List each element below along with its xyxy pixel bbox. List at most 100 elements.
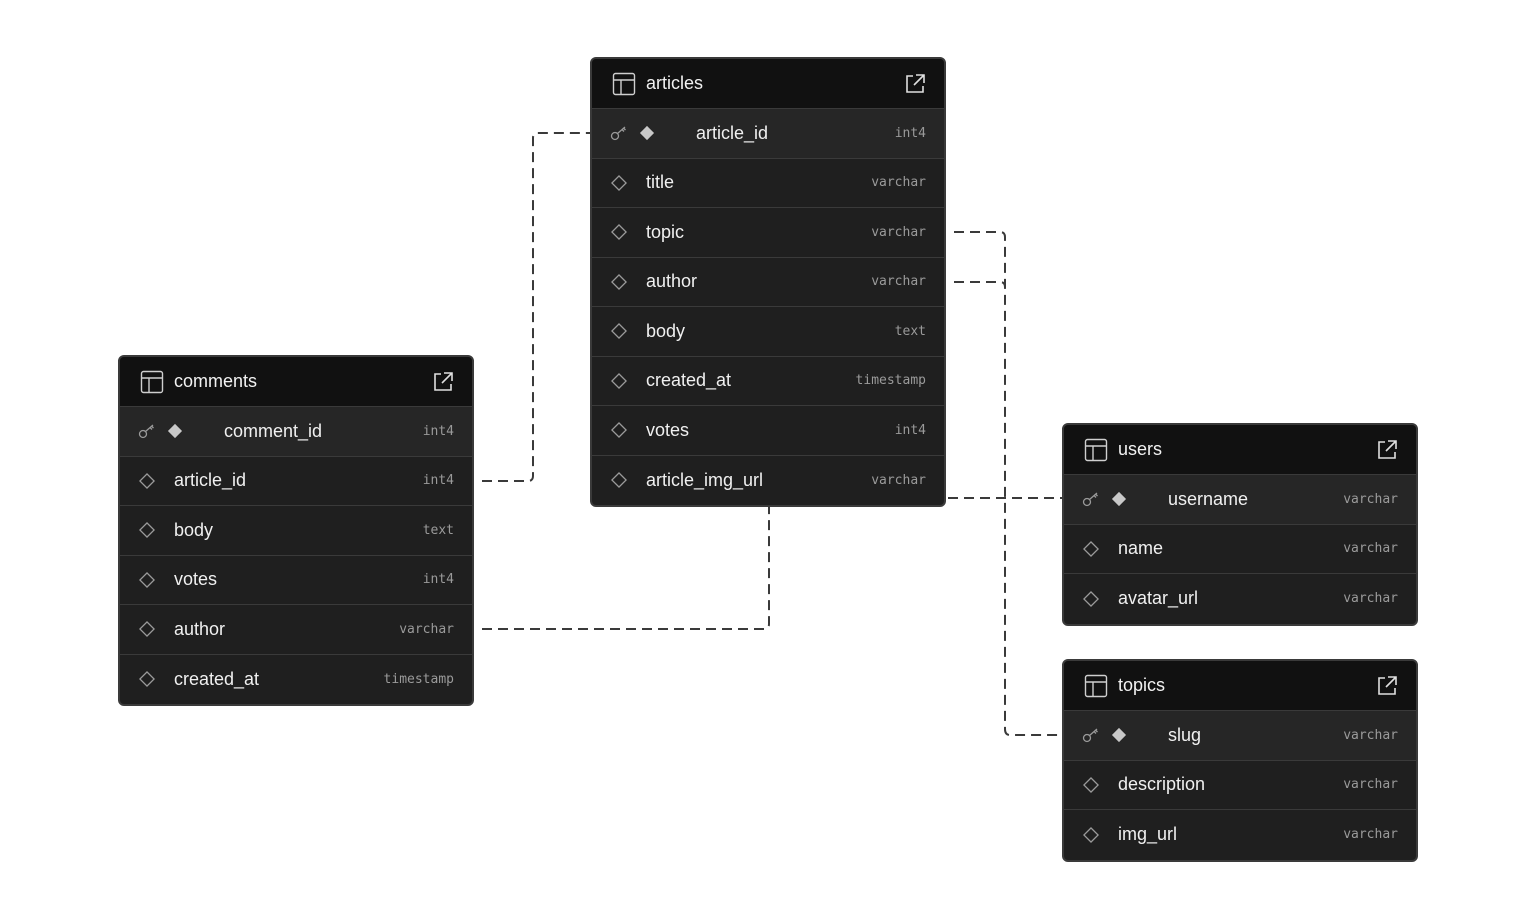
table-name: articles (646, 73, 704, 93)
diamond-outline-icon (138, 571, 156, 589)
external-link-icon[interactable] (432, 371, 454, 393)
diamond-outline-icon (610, 223, 628, 241)
external-link-icon[interactable] (1376, 675, 1398, 697)
column-name: created_at (174, 668, 260, 689)
external-link-icon[interactable] (1376, 439, 1398, 461)
table-comments[interactable]: comments comment_id int4 article_id int4 bod… (118, 355, 474, 706)
diamond-outline-icon (1082, 540, 1100, 558)
table-name: comments (174, 371, 258, 391)
table-icon (1084, 674, 1108, 698)
key-icon (610, 124, 628, 142)
column-name: slug (1168, 724, 1202, 745)
table-header: articles (592, 59, 944, 109)
diamond-outline-icon (138, 670, 156, 688)
column-row[interactable]: img_url varchar (1064, 810, 1416, 860)
column-type: varchar (871, 472, 926, 488)
column-name: article_id (174, 470, 247, 491)
column-name: votes (174, 569, 218, 590)
column-type: timestamp (383, 671, 454, 687)
primary-key-row[interactable]: slug varchar (1064, 711, 1416, 761)
column-list: slug varchar description varchar img_url varc… (1064, 711, 1416, 860)
column-type: int4 (422, 572, 454, 588)
column-row[interactable]: description varchar (1064, 761, 1416, 810)
filled-diamond-icon (1110, 490, 1128, 508)
diamond-outline-icon (610, 471, 628, 489)
diamond-outline-icon (610, 273, 628, 291)
column-row[interactable]: body text (592, 307, 944, 357)
link-comments-article_id-to-articles-article_id (482, 132, 590, 482)
column-type: int4 (422, 473, 454, 489)
table-header: topics (1064, 661, 1416, 711)
column-row[interactable]: votes int4 (120, 556, 472, 605)
filled-diamond-icon (638, 124, 656, 142)
column-name: name (1118, 538, 1164, 559)
column-name: body (174, 519, 214, 540)
column-type: text (894, 323, 926, 339)
column-row[interactable]: created_at timestamp (592, 357, 944, 406)
column-name: img_url (1118, 824, 1178, 845)
table-header: users (1064, 425, 1416, 475)
diamond-outline-icon (138, 521, 156, 539)
column-row[interactable]: title varchar (592, 159, 944, 208)
column-type: varchar (871, 175, 926, 191)
column-name: comment_id (224, 420, 323, 441)
column-name: created_at (646, 370, 732, 391)
table-header: comments (120, 357, 472, 407)
diamond-outline-icon (1082, 590, 1100, 608)
column-name: topic (646, 221, 685, 242)
column-name: author (174, 618, 226, 639)
diamond-outline-icon (138, 620, 156, 638)
column-name: username (1168, 488, 1249, 509)
column-name: description (1118, 774, 1206, 795)
column-name: article_id (696, 122, 769, 143)
diamond-outline-icon (1082, 776, 1100, 794)
column-type: int4 (422, 423, 454, 439)
diamond-outline-icon (610, 421, 628, 439)
link-articles-topic-to-topics-slug (954, 231, 1063, 736)
column-name: body (646, 320, 686, 341)
column-type: varchar (1343, 491, 1398, 507)
column-name: title (646, 172, 675, 193)
column-row[interactable]: article_id int4 (120, 457, 472, 506)
link-articles-author-to-users-username (954, 281, 1006, 288)
column-row[interactable]: created_at timestamp (120, 655, 472, 705)
table-name: users (1118, 439, 1163, 459)
diamond-outline-icon (610, 372, 628, 390)
primary-key-row[interactable]: username varchar (1064, 475, 1416, 525)
column-type: varchar (1343, 827, 1398, 843)
diamond-outline-icon (610, 174, 628, 192)
table-icon (612, 72, 636, 96)
table-name: topics (1118, 675, 1166, 695)
column-type: varchar (1343, 777, 1398, 793)
column-row[interactable]: topic varchar (592, 208, 944, 258)
table-icon (140, 370, 164, 394)
column-name: author (646, 271, 698, 292)
key-icon (1082, 726, 1100, 744)
column-type: varchar (399, 621, 454, 637)
filled-diamond-icon (1110, 726, 1128, 744)
column-type: timestamp (855, 373, 926, 389)
external-link-icon[interactable] (904, 73, 926, 95)
key-icon (138, 422, 156, 440)
primary-key-row[interactable]: comment_id int4 (120, 407, 472, 457)
key-icon (1082, 490, 1100, 508)
column-type: varchar (871, 224, 926, 240)
column-type: varchar (1343, 727, 1398, 743)
column-row[interactable]: author varchar (120, 605, 472, 655)
column-name: votes (646, 419, 690, 440)
filled-diamond-icon (166, 422, 184, 440)
